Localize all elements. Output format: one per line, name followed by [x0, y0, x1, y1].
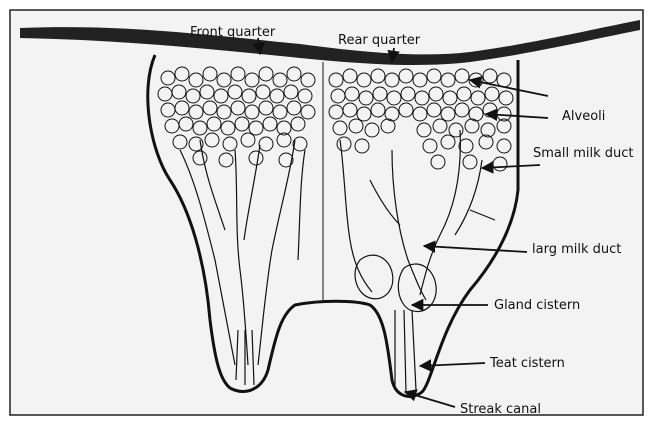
label-large-milk-duct: larg milk duct: [532, 242, 621, 257]
label-gland-cistern: Gland cistern: [494, 298, 580, 313]
label-alveoli: Alveoli: [562, 109, 605, 124]
label-small-milk-duct: Small milk duct: [533, 146, 634, 161]
paper-frame: [10, 10, 643, 415]
label-teat-cistern: Teat cistern: [489, 356, 565, 371]
label-rear-quarter: Rear quarter: [338, 33, 421, 48]
label-front-quarter: Front quarter: [190, 25, 276, 40]
label-streak-canal: Streak canal: [460, 402, 541, 417]
